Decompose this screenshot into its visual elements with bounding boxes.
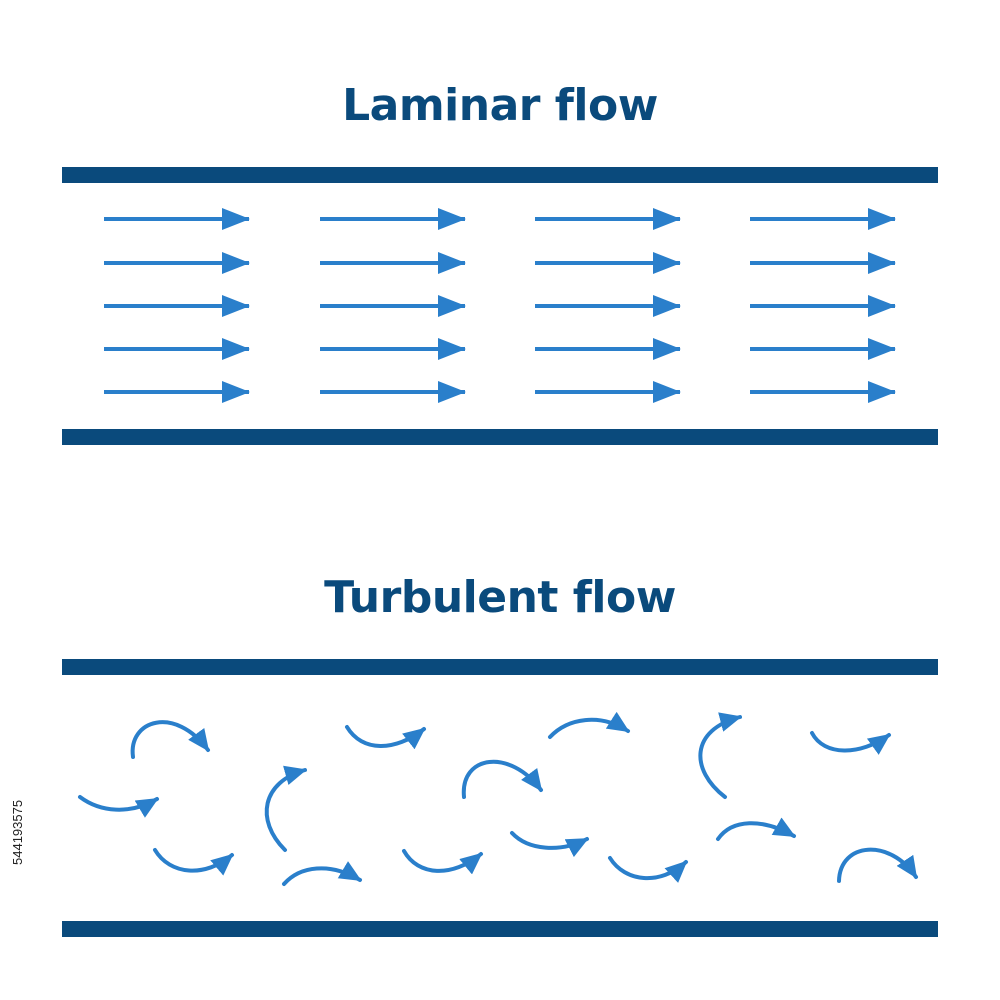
turbulent-curved-arrow bbox=[810, 731, 891, 755]
turbulent-curved-arrow bbox=[837, 847, 918, 883]
stock-id-text: 544193575 bbox=[10, 799, 25, 865]
turbulent-curved-arrow bbox=[510, 831, 589, 858]
turbulent-curved-arrow bbox=[402, 849, 483, 875]
turbulent-curved-arrow bbox=[345, 725, 426, 750]
laminar-flow-title: Laminar flow bbox=[342, 80, 658, 131]
turbulent-curved-arrow bbox=[698, 712, 742, 799]
turbulent-curved-arrow bbox=[461, 759, 543, 799]
laminar-pipe bbox=[62, 167, 938, 445]
turbulent-curved-arrow bbox=[548, 711, 630, 739]
turbulent-curved-arrow bbox=[608, 856, 688, 883]
turbulent-bottom-wall bbox=[62, 921, 938, 937]
turbulent-curved-arrow bbox=[264, 765, 307, 852]
turbulent-pipe bbox=[62, 659, 938, 937]
stock-id-label: 544193575 bbox=[8, 765, 28, 865]
turbulent-curved-arrow bbox=[716, 817, 796, 841]
turbulent-flow-title: Turbulent flow bbox=[324, 572, 676, 623]
turbulent-top-wall bbox=[62, 659, 938, 675]
turbulent-arrows bbox=[78, 711, 918, 886]
turbulent-curved-arrow bbox=[130, 720, 210, 759]
turbulent-curved-arrow bbox=[78, 795, 159, 818]
laminar-top-wall bbox=[62, 167, 938, 183]
laminar-bottom-wall bbox=[62, 429, 938, 445]
turbulent-curved-arrow bbox=[282, 861, 362, 886]
laminar-arrows bbox=[104, 208, 896, 403]
turbulent-curved-arrow bbox=[153, 848, 234, 876]
